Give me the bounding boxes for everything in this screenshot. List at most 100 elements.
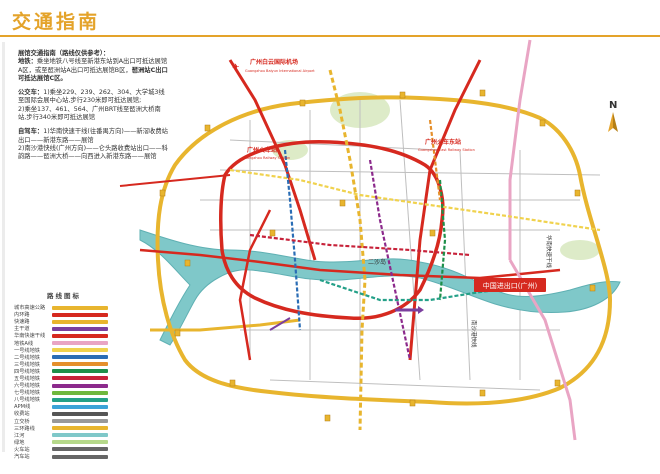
- north-label: N: [609, 100, 618, 111]
- legend-item: 五号线地铁: [14, 375, 114, 382]
- legend-swatch: [52, 348, 108, 353]
- pearl-river: [139, 229, 621, 346]
- legend-item-label: 绿地: [14, 439, 25, 446]
- minor-roads: [200, 99, 601, 391]
- legend-item-label: 收费站: [14, 411, 30, 418]
- metro-label: 地铁：: [18, 58, 37, 66]
- bus-text-2: 2)乘坐137、461、564、广州BRT线至琶洲大桥南站,步行340米即可抵达…: [18, 105, 161, 122]
- legend-item: 立交桥: [14, 418, 114, 425]
- legend-item-label: 城市高速公路: [14, 305, 46, 312]
- bus-text-1: 1)乘坐229、239、262、304、大学城3线至国际会展中心站,步行230米…: [18, 89, 165, 105]
- station-label-en: Guangzhou Railway Station: [242, 156, 290, 160]
- legend-item-label: 八号线地铁: [14, 397, 40, 404]
- legend-swatch: [52, 454, 108, 459]
- legend-title: 路线图标: [47, 292, 81, 300]
- legend-item-label: 主干道: [14, 326, 30, 333]
- header: 交通指南: [0, 0, 660, 37]
- car-text-2: 2)南沙港快线(广州方向)——仑头路收费站出口——科韵路——琶洲大桥——向西进入…: [18, 144, 168, 161]
- legend-item-label: 二号线地铁: [14, 354, 40, 361]
- legend-swatch: [52, 333, 108, 338]
- arrow-markers: [269, 306, 424, 331]
- legend-item: 主干道: [14, 325, 114, 332]
- legend-swatch: [52, 440, 108, 445]
- page-title: 交通指南: [12, 11, 101, 33]
- venue-marker[interactable]: 中国进出口(广州): [474, 278, 546, 292]
- bus-label: 公交车：: [18, 89, 44, 97]
- legend-item-label: 三环路线: [14, 425, 35, 432]
- road-hz-label: 华南快速干线: [545, 235, 553, 269]
- metro-text: 乘坐地铁八号线至新港东站到A出口可抵达展馆A区，或至琶洲站A出口可抵达展馆B区，: [18, 58, 168, 74]
- east-railway-station-marker[interactable]: 广州火车东站 Guangzhou East Railway Station: [418, 138, 475, 152]
- legend-item-label: 江河: [14, 432, 25, 439]
- legend-list: 城市高速公路内环路快速路主干道华南快速干线地铁A线一号线地铁二号线地铁三号线地铁…: [14, 304, 114, 460]
- legend-item: 一号线地铁: [14, 347, 114, 354]
- legend-swatch: [52, 397, 108, 402]
- east-station-label-en: Guangzhou East Railway Station: [418, 148, 475, 152]
- legend-item: 城市高速公路: [14, 304, 114, 311]
- legend-item: 三号线地铁: [14, 361, 114, 368]
- airport-label-en: Guangzhou Baiyun International Airport: [245, 69, 315, 73]
- north-arrow: N: [600, 100, 630, 140]
- legend-item: 七号线地铁: [14, 389, 114, 396]
- legend-item: 六号线地铁: [14, 382, 114, 389]
- legend-item: 四号线地铁: [14, 368, 114, 375]
- legend-item-label: 三号线地铁: [14, 361, 40, 368]
- info-heading: 展馆交通指南（路线仅供参考）：: [18, 50, 110, 57]
- legend-item-label: 内环路: [14, 312, 30, 319]
- legend-item-label: 汽车站: [14, 454, 30, 461]
- metro-lines: [229, 119, 601, 361]
- legend-item: 华南快速干线: [14, 332, 114, 339]
- compass-icon: [608, 112, 618, 132]
- legend-swatch: [52, 433, 108, 438]
- legend-swatch: [52, 326, 108, 331]
- legend-swatch: [52, 376, 108, 381]
- legend-swatch: [52, 312, 108, 317]
- legend-item: 绿地: [14, 439, 114, 446]
- ring-road-inner: [219, 140, 445, 320]
- plane-icon: ✈: [232, 63, 240, 73]
- legend-swatch: [52, 355, 108, 360]
- legend-item-label: 地铁A线: [14, 340, 34, 347]
- metro-highlight: 琶洲站C出口可抵达展馆C区。: [18, 66, 168, 82]
- legend-item: 火车站: [14, 446, 114, 453]
- left-margin-strip: [2, 42, 5, 452]
- legend-swatch: [52, 341, 108, 346]
- car-label: 自驾车：: [18, 128, 44, 136]
- legend-swatch: [52, 362, 108, 367]
- legend-item: 地铁A线: [14, 339, 114, 347]
- legend-item: 内环路: [14, 311, 114, 318]
- legend-swatch: [52, 426, 108, 431]
- legend-item: 江河: [14, 432, 114, 439]
- legend-swatch: [52, 404, 108, 409]
- legend-item: 汽车站: [14, 453, 114, 460]
- legend-item-label: 四号线地铁: [14, 368, 40, 375]
- legend-item: APM线: [14, 403, 114, 410]
- transport-guide-text: 展馆交通指南（路线仅供参考）： 地铁：乘坐地铁八号线至新港东站到A出口可抵达展馆…: [18, 50, 168, 168]
- legend-swatch: [52, 419, 108, 424]
- legend-item-label: 火车站: [14, 446, 30, 453]
- legend-swatch: [52, 305, 108, 310]
- toll-station-markers: [159, 89, 596, 422]
- legend-item: 八号线地铁: [14, 396, 114, 403]
- legend-item: 收费站: [14, 410, 114, 417]
- title-divider: [0, 35, 660, 37]
- legend-item: 三环路线: [14, 425, 114, 432]
- legend-swatch: [52, 369, 108, 374]
- legend-item-label: 快速路: [14, 319, 30, 326]
- venue-label: 中国进出口(广州): [483, 281, 538, 290]
- airport-marker[interactable]: 广州白云国际机场 Guangzhou Baiyun International …: [232, 58, 315, 73]
- legend-item-label: 立交桥: [14, 418, 30, 425]
- legend-item-label: 五号线地铁: [14, 375, 40, 382]
- airport-label: 广州白云国际机场: [250, 58, 298, 66]
- legend-swatch: [52, 383, 108, 388]
- road-ns-label: 南沙港快线: [470, 320, 478, 348]
- railway-station-marker[interactable]: 广州火车站 Guangzhou Railway Station: [242, 146, 290, 160]
- er-sha-dao-label: 二沙岛: [368, 258, 386, 266]
- legend-item-label: 华南快速干线: [14, 333, 46, 340]
- legend-swatch: [52, 411, 108, 416]
- ring-road-outer: [155, 95, 613, 406]
- legend-item: 快速路: [14, 318, 114, 325]
- legend-item-label: APM线: [14, 404, 31, 411]
- station-label: 广州火车站: [247, 146, 277, 154]
